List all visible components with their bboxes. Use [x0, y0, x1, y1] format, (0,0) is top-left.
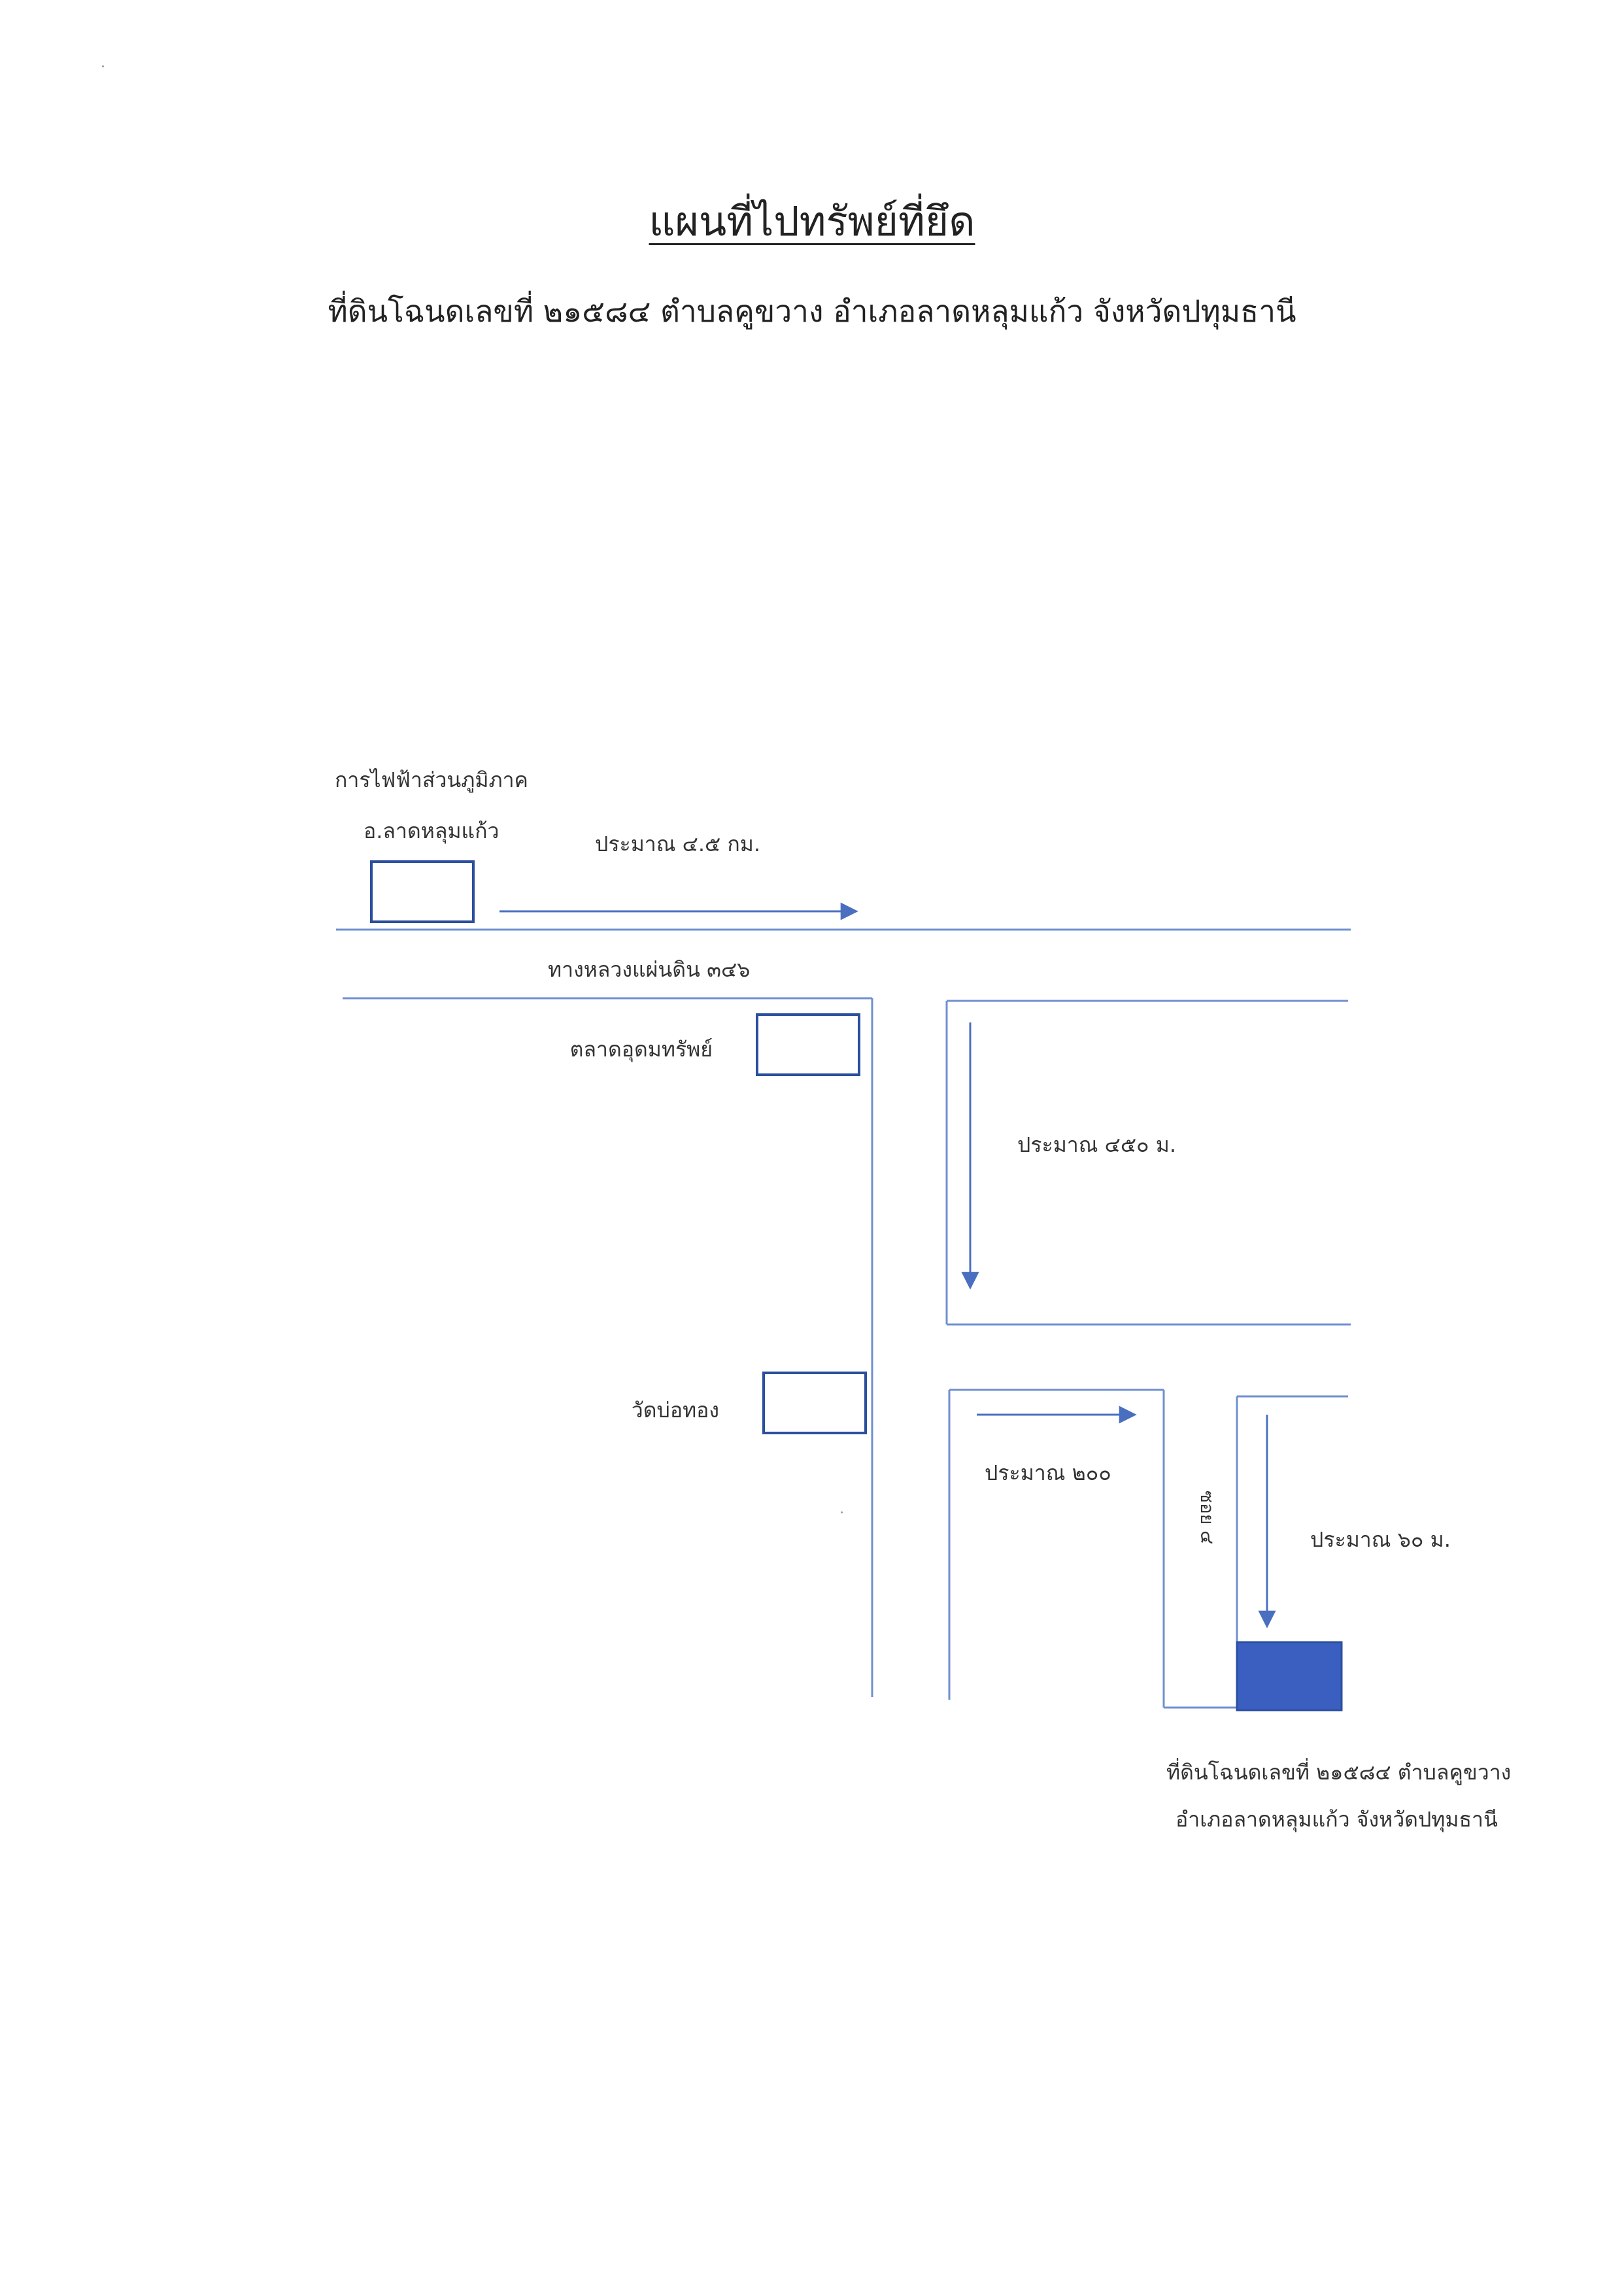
soi-label: ซอย ๔: [1196, 1491, 1218, 1545]
pea-office-label-line2: อ.ลาดหลุมแก้ว: [364, 818, 499, 843]
destination-label-line2: อำเภอลาดหลุมแก้ว จังหวัดปทุมธานี: [1176, 1807, 1498, 1832]
soi-distance-label: ประมาณ ๖๐ ม.: [1310, 1527, 1451, 1552]
pea-office-box: [370, 860, 475, 923]
page-title: แผนที่ไปทรัพย์ที่ยึด: [649, 197, 975, 245]
highway-name-label: ทางหลวงแผ่นดิน ๓๔๖: [548, 957, 751, 982]
temple-box: [762, 1372, 867, 1434]
cross-road-distance-label: ประมาณ ๒๐๐: [985, 1460, 1111, 1485]
scan-speck: [102, 65, 104, 67]
market-box: [756, 1013, 860, 1076]
highway-distance-label: ประมาณ ๔.๕ กม.: [595, 832, 761, 856]
scan-speck: [841, 1511, 843, 1513]
pea-office-label-line1: การไฟฟ้าส่วนภูมิภาค: [335, 767, 528, 792]
target-land-parcel: [1236, 1641, 1343, 1711]
side-road-distance-label: ประมาณ ๔๕๐ ม.: [1017, 1132, 1177, 1157]
destination-label-line1: ที่ดินโฉนดเลขที่ ๒๑๕๘๔ ตำบลคูขวาง: [1166, 1760, 1512, 1785]
temple-label: วัดบ่อทอง: [631, 1398, 719, 1423]
page-subtitle: ที่ดินโฉนดเลขที่ ๒๑๕๘๔ ตำบลคูขวาง อำเภอล…: [328, 294, 1296, 329]
market-label: ตลาดอุดมทรัพย์: [569, 1037, 713, 1062]
